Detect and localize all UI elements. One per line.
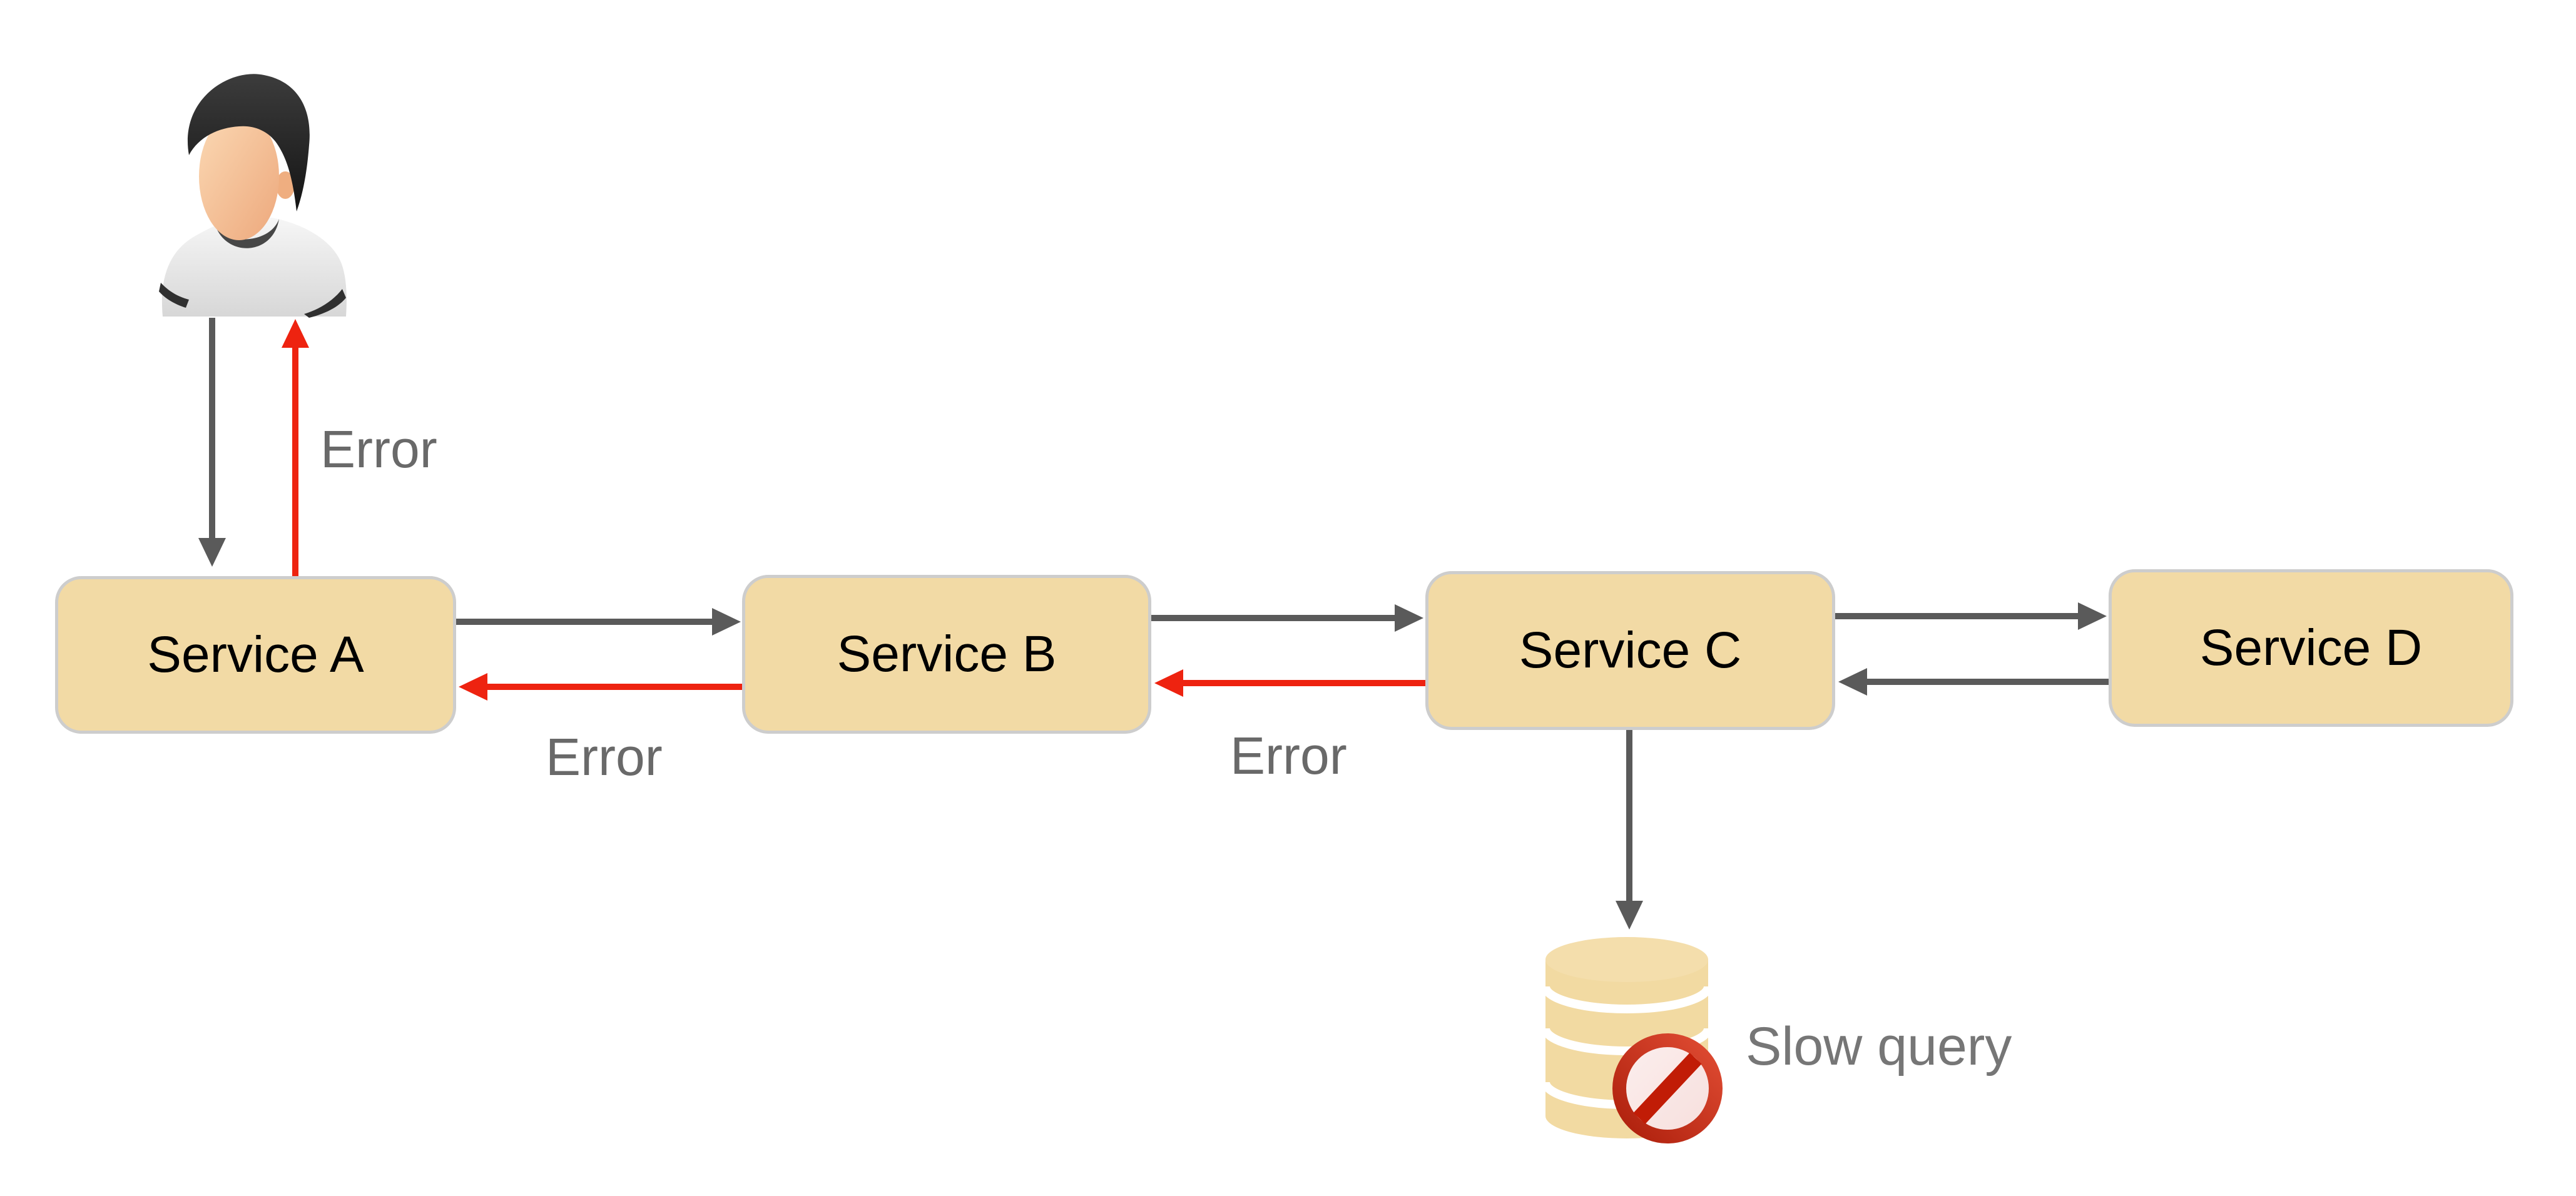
no-entry-icon	[1612, 1033, 1723, 1143]
arrow-service-b-to-service-c	[1151, 604, 1423, 632]
user-collar	[214, 219, 279, 248]
user-hair	[187, 74, 310, 211]
node-service-a: Service A	[55, 576, 456, 734]
slow-query-label: Slow query	[1746, 1016, 2012, 1077]
arrow-user-to-service-a	[198, 318, 226, 567]
node-label: Service D	[2199, 619, 2423, 676]
error-label-user: Error	[320, 420, 437, 479]
user-ear	[276, 171, 295, 199]
node-label: Service C	[1519, 622, 1742, 679]
arrow-service-a-to-service-b	[456, 608, 741, 636]
arrow-service-d-to-service-c	[1838, 668, 2109, 696]
arrow-service-b-to-service-a-error	[459, 673, 742, 701]
node-label: Service A	[147, 626, 364, 683]
arrow-service-c-to-service-b-error	[1154, 669, 1425, 697]
node-label: Service B	[837, 626, 1057, 682]
arrow-service-c-to-database	[1616, 730, 1643, 930]
user-shirt	[159, 218, 347, 318]
arrow-service-a-to-user-error	[282, 319, 309, 576]
node-service-b: Service B	[742, 575, 1151, 734]
user-face	[199, 113, 279, 240]
database-cylinder-icon	[1527, 926, 1739, 1151]
error-label-b-c: Error	[1230, 726, 1347, 785]
node-service-d: Service D	[2109, 569, 2513, 727]
node-service-c: Service C	[1425, 571, 1835, 730]
error-label-a-b: Error	[546, 727, 663, 786]
arrow-service-c-to-service-d	[1835, 602, 2107, 630]
user-icon	[156, 63, 350, 319]
